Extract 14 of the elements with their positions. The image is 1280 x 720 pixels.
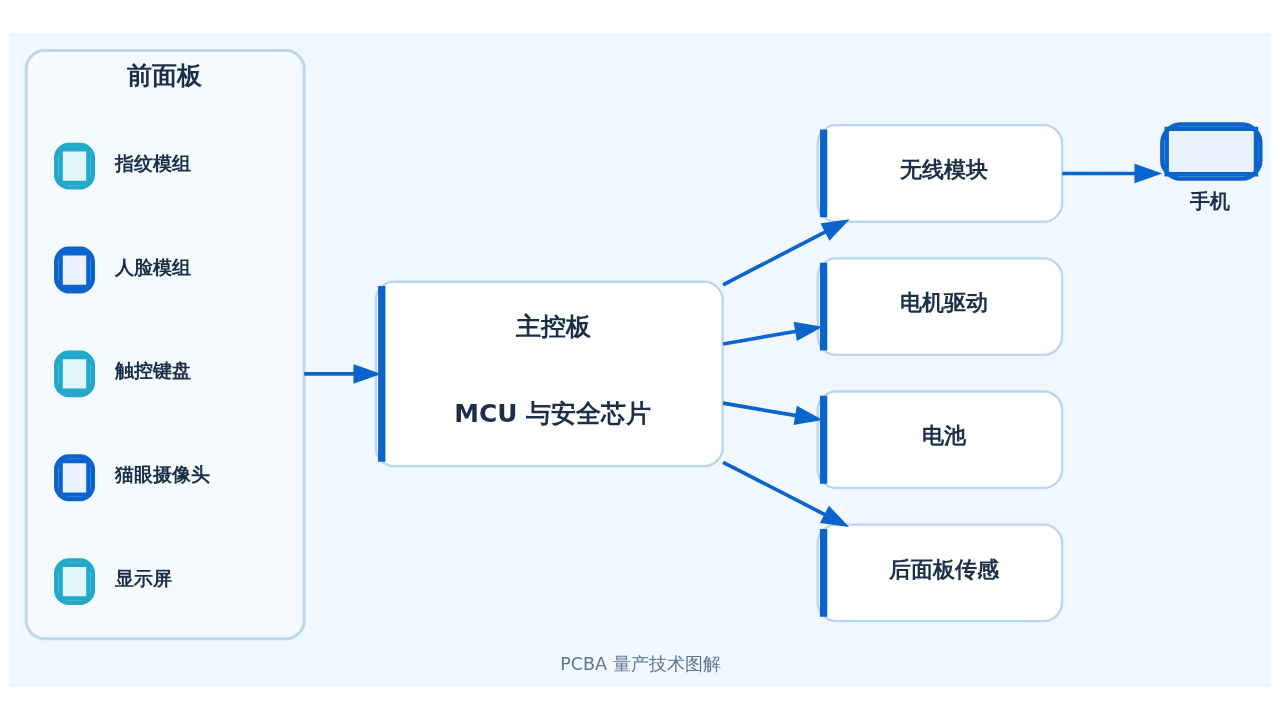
node-label: 人脸模组 — [115, 255, 192, 278]
arrow — [722, 401, 823, 425]
arrow — [722, 321, 823, 346]
arrow — [722, 219, 850, 287]
arrow — [1062, 163, 1163, 184]
node-label: 显示屏 — [115, 567, 173, 590]
node-label: 指纹模组 — [115, 151, 192, 174]
arrow — [304, 364, 382, 384]
node-label: 手机 — [1190, 189, 1231, 214]
node-label: 触控键盘 — [115, 359, 192, 382]
arrow — [722, 460, 850, 528]
node-box: 主控板 MCU 与安全芯片 — [374, 280, 724, 468]
caption: PCBA 量产技术图解 — [560, 654, 721, 675]
node-label: 猫眼摄像头 — [115, 463, 211, 486]
